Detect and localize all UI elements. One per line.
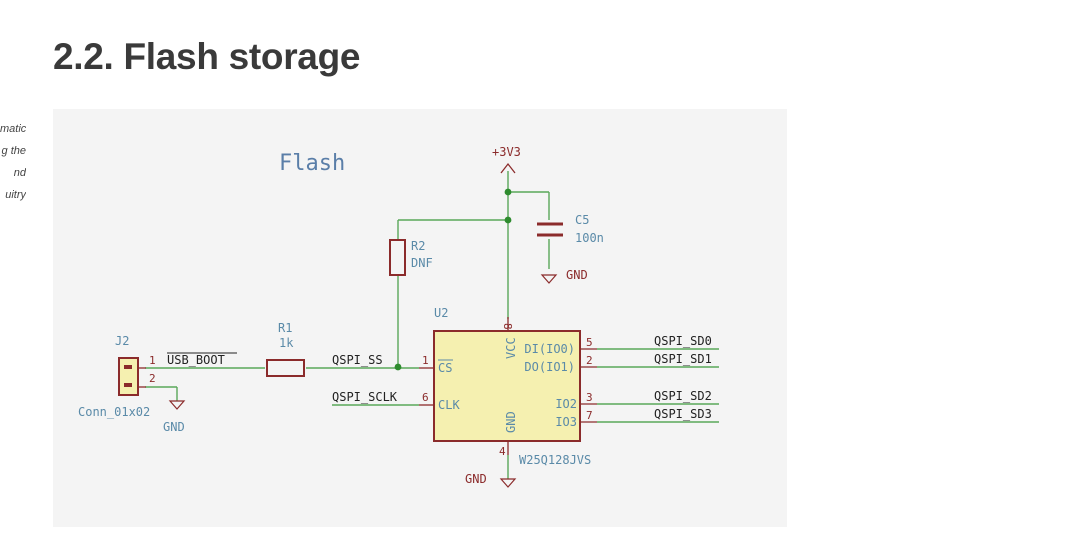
gnd-label-j2: GND [163,420,185,434]
u2-pin-number: 5 [586,336,593,349]
c5-value: 100n [575,231,604,245]
u2-pin-clk: CLK [438,398,460,412]
j2-ref: J2 [115,334,129,348]
net-label-qspi-sd2: QSPI_SD2 [654,389,712,403]
u2-ref: U2 [434,306,448,320]
u2-pin-number: 6 [422,391,429,404]
junction-dot [504,216,512,224]
j2-value: Conn_01x02 [78,405,150,419]
net-label-qspi-sd1: QSPI_SD1 [654,352,712,366]
r1-value: 1k [279,336,294,350]
capacitor-c5 [537,222,563,237]
u2-pin-number: 2 [586,354,593,367]
chip-u2 [433,330,581,442]
schematic-drawing: Flash +3V3 C5 100n GND [78,145,719,488]
u2-pin-io3: IO3 [555,415,577,429]
caption-line: nd [13,167,26,179]
net-label-qspi-sclk: QSPI_SCLK [332,390,398,404]
power-3v3-label: +3V3 [492,145,521,159]
gnd-label-c5: GND [566,268,588,282]
u2-pin-io2: IO2 [555,397,577,411]
connector-pin [124,365,132,369]
net-label-qspi-sd0: QSPI_SD0 [654,334,712,348]
u2-pin-di: DI(IO0) [524,342,575,356]
u2-pin-gnd: GND [504,411,518,433]
connector-pin [124,383,132,387]
u2-pin-do: DO(IO1) [524,360,575,374]
c5-ref: C5 [575,213,589,227]
u2-pin-cs: CS [438,361,452,375]
junction-dot [504,188,512,196]
r2-value: DNF [411,256,433,270]
u2-pin-stubs [419,317,597,455]
caption-line: g the [1,145,26,157]
net-label-usb-boot: USB_BOOT [167,353,225,367]
resistor-r1 [266,359,305,377]
net-label-qspi-ss: QSPI_SS [332,353,383,367]
power-3v3-symbol [500,162,516,174]
j2-pin1-number: 1 [149,354,156,367]
caption-line: uitry [5,189,26,201]
r1-ref: R1 [278,321,292,335]
u2-pin-number: 1 [422,354,429,367]
figure-caption-fragment: matic g the nd uitry [0,118,26,206]
gnd-icon [168,400,186,410]
sheet-title: Flash [279,151,345,176]
gnd-icon [499,478,517,488]
u2-pin-number: 8 [501,323,514,330]
flash-schematic-figure: Flash +3V3 C5 100n GND [53,109,787,527]
gnd-icon [540,274,558,284]
u2-pin-number: 3 [586,391,593,404]
caption-line: matic [0,123,26,135]
u2-pin-number: 4 [499,445,506,458]
u2-pin-vcc: VCC [504,337,518,359]
gnd-label-u2: GND [465,472,487,486]
j2-pin2-number: 2 [149,372,156,385]
wires [145,171,719,479]
u2-pin-number: 7 [586,409,593,422]
connector-j2 [118,357,139,396]
resistor-r2 [389,239,406,276]
u2-part-number: W25Q128JVS [519,453,591,467]
junction-dot [394,363,402,371]
section-heading: 2.2. Flash storage [53,36,361,77]
r2-ref: R2 [411,239,425,253]
net-label-qspi-sd3: QSPI_SD3 [654,407,712,421]
junctions [394,188,512,371]
